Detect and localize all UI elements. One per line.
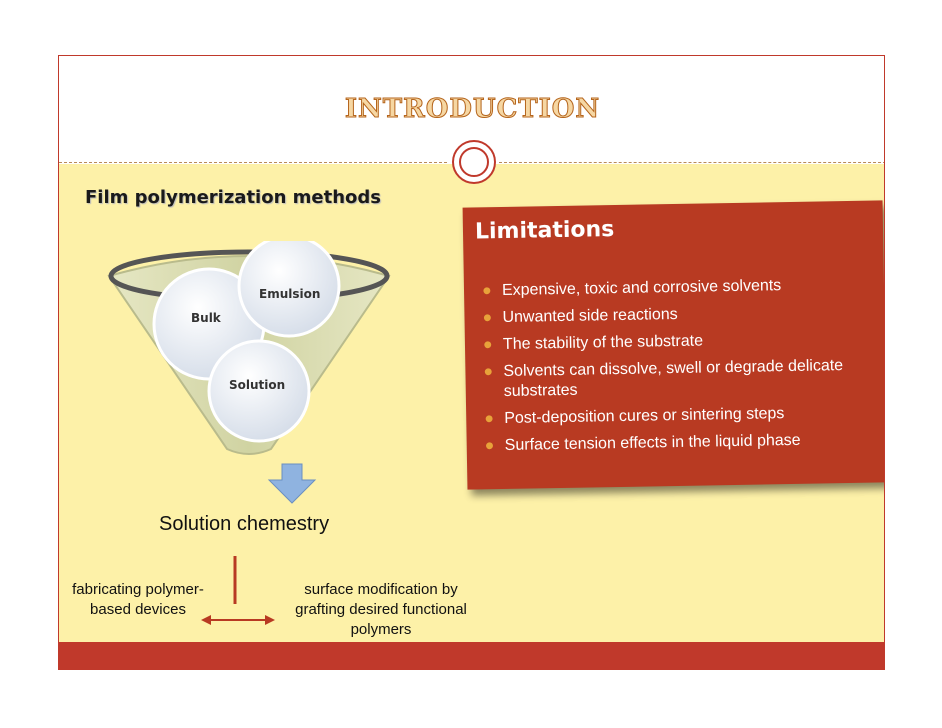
split-connector: [201, 556, 275, 625]
solution-circle: [207, 339, 311, 443]
down-arrow-icon: [267, 463, 317, 504]
limitation-item: ●Post-deposition cures or sintering step…: [484, 405, 785, 428]
limitations-list: ●Expensive, toxic and corrosive solvents…: [478, 274, 881, 463]
limitation-item: ●Unwanted side reactions: [482, 305, 678, 327]
slide-title: INTRODUCTION: [344, 94, 601, 125]
limitation-item: ●Expensive, toxic and corrosive solvents: [481, 277, 782, 300]
bullet-icon: ●: [484, 410, 495, 428]
title-divider-right: [499, 162, 884, 163]
bullet-icon: ●: [481, 282, 492, 300]
limitation-item: ●The stability of the substrate: [482, 332, 704, 354]
slide: INTRODUCTION Film polymerization methods…: [58, 55, 885, 670]
footer-bar: [59, 642, 884, 669]
emulsion-label: Emulsion: [259, 287, 320, 301]
application-devices: fabricating polymer-based devices: [72, 581, 204, 618]
right-arrowhead-icon: [265, 615, 275, 625]
bullet-icon: ●: [484, 437, 495, 455]
limitation-item: ●Solvents can dissolve, swell or degrade…: [483, 357, 844, 400]
bullet-icon: ●: [483, 363, 494, 381]
left-arrowhead-icon: [201, 615, 211, 625]
section-heading: Film polymerization methods: [85, 187, 382, 208]
bullet-icon: ●: [482, 336, 493, 354]
limitations-title: Limitations: [474, 217, 615, 245]
limitation-item: ●Surface tension effects in the liquid p…: [484, 431, 801, 455]
funnel-diagram: Bulk Emulsion Solution: [107, 241, 391, 504]
bulk-label: Bulk: [191, 311, 222, 325]
result-label: Solution chemestry: [159, 513, 330, 535]
application-surface-modification: surface modification by grafting desired…: [295, 581, 467, 638]
bullet-icon: ●: [482, 309, 493, 327]
ring-ornament-icon: [452, 140, 496, 184]
emulsion-circle: [237, 241, 341, 338]
title-divider-left: [59, 162, 447, 163]
limitations-panel: Limitations ●Expensive, toxic and corros…: [462, 200, 884, 490]
solution-label: Solution: [229, 378, 285, 392]
